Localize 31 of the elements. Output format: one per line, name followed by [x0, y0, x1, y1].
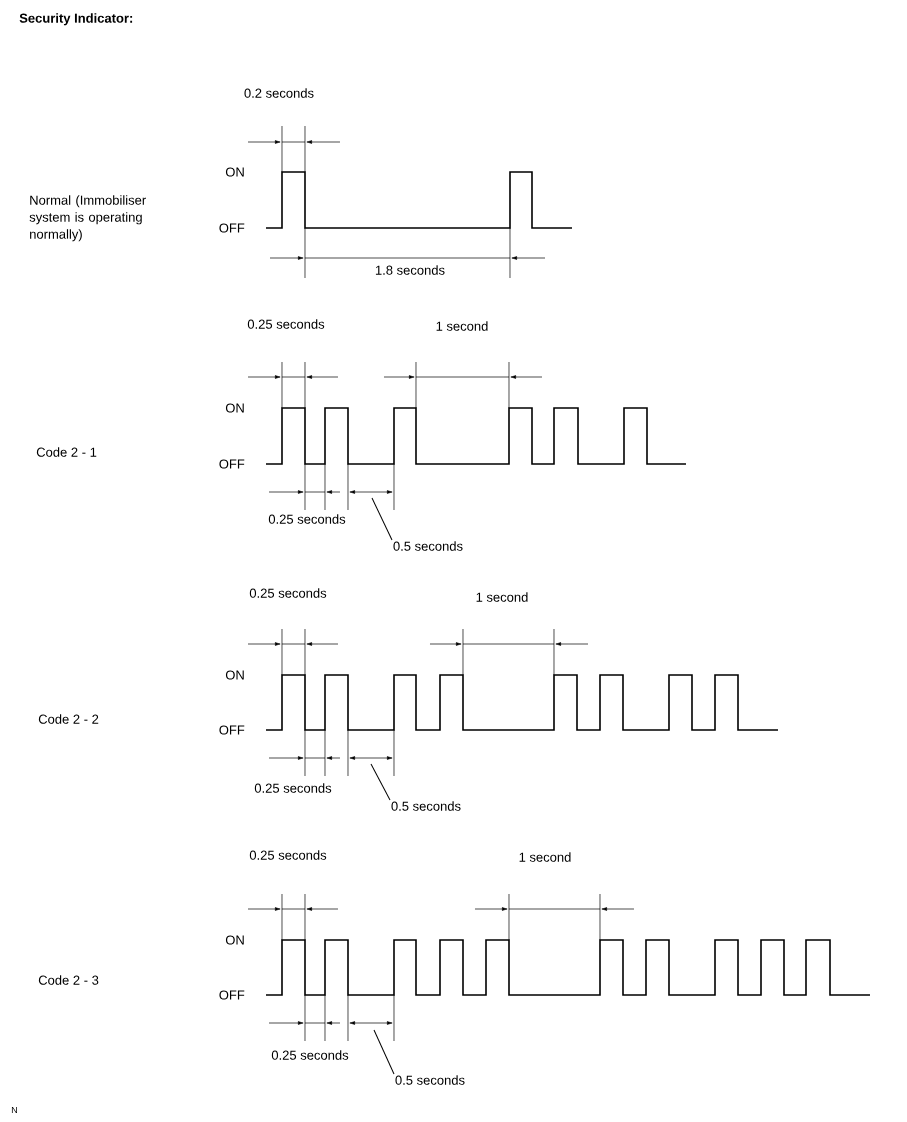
dimension-label: 0.5 seconds [391, 801, 461, 811]
dimension-label: 0.25 seconds [254, 783, 332, 793]
dimension-label: 0.25 seconds [249, 850, 327, 860]
state-label: OFF [219, 223, 245, 233]
state-label: ON [225, 403, 244, 413]
dimension-label: 0.2 seconds [244, 88, 314, 98]
row-label: Normal (Immobiliser system is operating normally) [29, 195, 146, 242]
row-label: Code 2 - 3 [38, 975, 99, 985]
state-label: OFF [219, 990, 245, 1000]
dimension-label: 0.25 seconds [268, 514, 346, 524]
row-label: Code 2 - 2 [38, 714, 99, 724]
row-label: Code 2 - 1 [36, 447, 97, 457]
dimension-label: 0.5 seconds [395, 1075, 465, 1085]
state-label: ON [225, 167, 244, 177]
dimension-label: 1.8 seconds [375, 265, 445, 275]
dimension-label: 1 second [476, 592, 528, 602]
state-label: OFF [219, 459, 245, 469]
page-mark: N [11, 1106, 17, 1114]
dimension-label: 1 second [519, 852, 571, 862]
state-label: ON [225, 670, 244, 680]
state-label: OFF [219, 725, 245, 735]
dimension-label: 0.25 seconds [271, 1050, 349, 1060]
dimension-label: 0.25 seconds [247, 319, 325, 329]
title: Security Indicator: [19, 13, 133, 26]
state-label: ON [225, 935, 244, 945]
leader-line [370, 763, 391, 801]
dimension-label: 1 second [436, 321, 488, 331]
leader-line [373, 1029, 395, 1075]
leader-line [371, 497, 393, 541]
dimension-label: 0.25 seconds [249, 588, 327, 598]
dimension-label: 0.5 seconds [393, 541, 463, 551]
